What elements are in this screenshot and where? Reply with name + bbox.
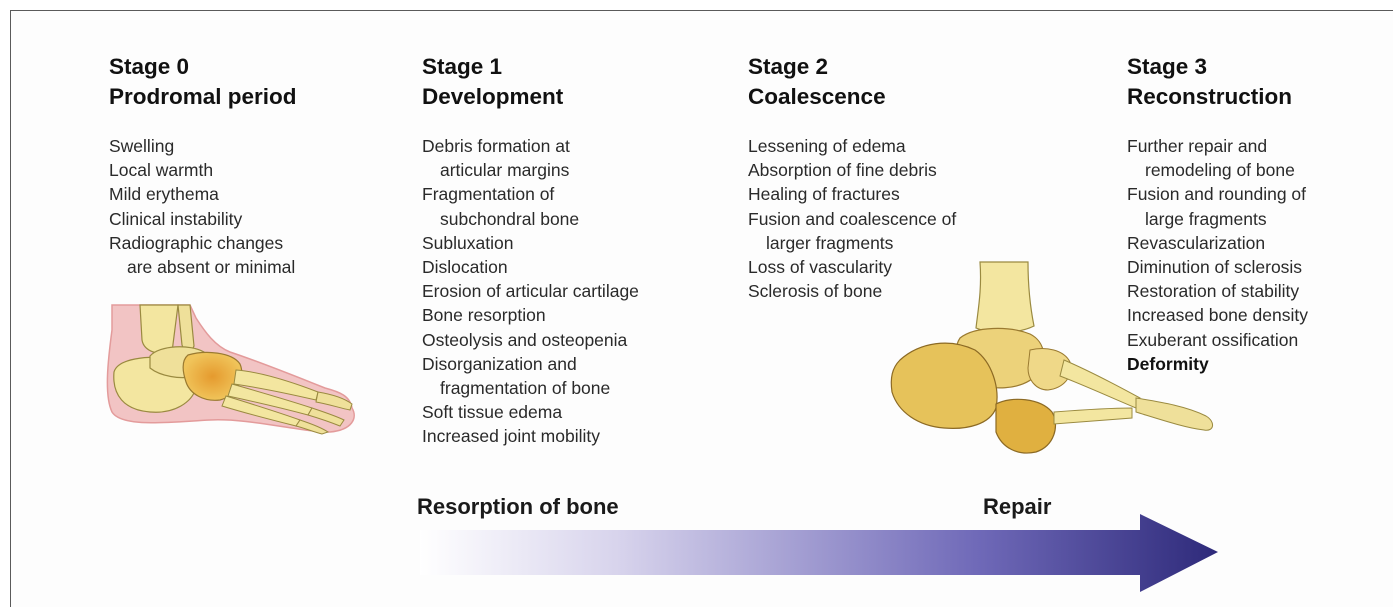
stage-3-item: Restoration of stability [1127,279,1308,303]
stage-1-item: Increased joint mobility [422,424,639,448]
item-text-continuation: fragmentation of bone [422,376,639,400]
item-text: Local warmth [109,160,213,180]
item-text: Loss of vascularity [748,257,892,277]
stage-3-item: Increased bone density [1127,303,1308,327]
tibia-bone [140,305,178,354]
stage-3-item: Fusion and rounding of large fragments [1127,182,1308,230]
stage-1-item: Erosion of articular cartilage [422,279,639,303]
stage-0-title: Stage 0 [109,52,297,82]
stage-3-item: Revascularization [1127,231,1308,255]
item-text: Radiographic changes [109,233,283,253]
stage-3-subtitle: Reconstruction [1127,82,1308,112]
item-text: Increased bone density [1127,305,1308,325]
stage-0-subtitle: Prodromal period [109,82,297,112]
item-text: Revascularization [1127,233,1265,253]
item-text: Sclerosis of bone [748,281,882,301]
stage-0-item: Clinical instability [109,207,297,231]
stage-1-item: Bone resorption [422,303,639,327]
item-text: Soft tissue edema [422,402,562,422]
stage-1-item: Soft tissue edema [422,400,639,424]
stage-2-item: Healing of fractures [748,182,956,206]
item-text: Dislocation [422,257,508,277]
metatarsal-late-2 [1054,408,1132,424]
item-text: Further repair and [1127,136,1267,156]
stage-2-item: Sclerosis of bone [748,279,956,303]
stage-1-subtitle: Development [422,82,639,112]
arrow-label-repair: Repair [983,494,1051,520]
stage-3-item: Exuberant ossification [1127,328,1308,352]
item-text: Absorption of fine debris [748,160,937,180]
item-text: Debris formation at [422,136,570,156]
stage-2-subtitle: Coalescence [748,82,956,112]
stage-1-title: Stage 1 [422,52,639,82]
stage-3-column: Stage 3 Reconstruction Further repair an… [1127,52,1308,376]
item-text-continuation: are absent or minimal [109,255,297,279]
item-text: Subluxation [422,233,513,253]
stage-1-item: Subluxation [422,231,639,255]
item-text: Exuberant ossification [1127,330,1298,350]
stage-2-item: Loss of vascularity [748,255,956,279]
item-text: Bone resorption [422,305,546,325]
stage-1-item: Osteolysis and osteopenia [422,328,639,352]
foot-illustration-stage0 [107,305,354,434]
stage-0-item: Mild erythema [109,182,297,206]
cuboid-fused [996,399,1055,453]
item-text-continuation: articular margins [422,158,639,182]
item-text: Swelling [109,136,174,156]
item-text-continuation: subchondral bone [422,207,639,231]
item-text: Fusion and coalescence of [748,209,956,229]
item-text-continuation: larger fragments [748,231,956,255]
item-text: Erosion of articular cartilage [422,281,639,301]
item-text: Deformity [1127,354,1209,374]
arrow-label-resorption: Resorption of bone [417,494,619,520]
tibia-bone-late [976,262,1034,332]
toes-late [1136,398,1213,430]
item-text: Diminution of sclerosis [1127,257,1302,277]
item-text-continuation: remodeling of bone [1127,158,1308,182]
item-text: Lessening of edema [748,136,906,156]
item-text: Osteolysis and osteopenia [422,330,627,350]
item-text: Healing of fractures [748,184,900,204]
item-text: Fragmentation of [422,184,554,204]
stage-3-title: Stage 3 [1127,52,1308,82]
item-text: Mild erythema [109,184,219,204]
progression-arrow [420,514,1218,592]
stage-0-item: Local warmth [109,158,297,182]
item-text-continuation: large fragments [1127,207,1308,231]
item-text: Fusion and rounding of [1127,184,1306,204]
stage-1-item: Fragmentation of subchondral bone [422,182,639,230]
item-text: Disorganization and [422,354,577,374]
stage-2-item: Absorption of fine debris [748,158,956,182]
stage-1-item: Dislocation [422,255,639,279]
stage-3-item: Diminution of sclerosis [1127,255,1308,279]
item-text: Restoration of stability [1127,281,1299,301]
item-text: Clinical instability [109,209,242,229]
stage-2-item: Lessening of edema [748,134,956,158]
stage-3-item: Deformity [1127,352,1308,376]
stage-2-title: Stage 2 [748,52,956,82]
stage-0-item: Swelling [109,134,297,158]
calcaneus-sclerotic [891,343,997,428]
item-text: Increased joint mobility [422,426,600,446]
